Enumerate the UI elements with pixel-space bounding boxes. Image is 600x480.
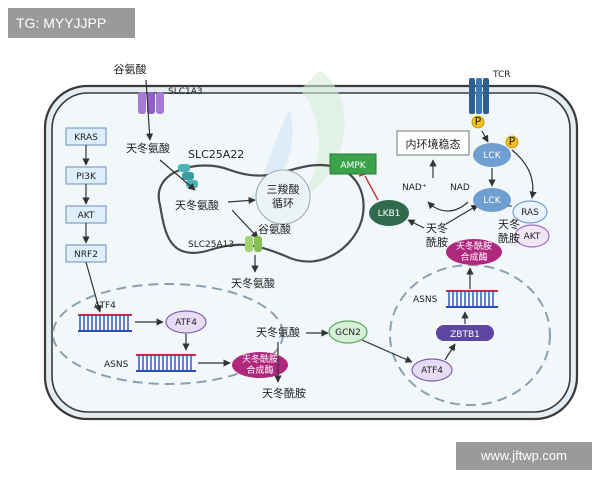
asparagine-right-line1: 天冬 bbox=[426, 221, 448, 235]
asns-left-label: ASNS bbox=[104, 360, 129, 370]
mitochondrion bbox=[157, 163, 365, 263]
nrf2-label: NRF2 bbox=[74, 250, 98, 260]
atf4-protein-left-label: ATF4 bbox=[175, 318, 197, 328]
asparagine-label: 天冬酰胺 bbox=[262, 386, 306, 400]
background-logo bbox=[300, 70, 345, 200]
right-nucleus bbox=[389, 264, 551, 406]
phospho-2-label: P bbox=[509, 135, 516, 148]
akt-right-label: AKT bbox=[524, 232, 541, 242]
akt-left-label: AKT bbox=[78, 211, 95, 221]
asns-dna-right bbox=[446, 290, 498, 308]
synthase-left-line2: 合成酶 bbox=[246, 364, 273, 376]
tca-label-2: 循环 bbox=[272, 197, 294, 210]
asparagine-synthase-left bbox=[232, 352, 288, 378]
aspartate-mito-label: 天冬氨酸 bbox=[175, 198, 219, 212]
homeostasis-label: 内环境稳态 bbox=[406, 137, 461, 151]
tca-cycle bbox=[255, 169, 311, 225]
asns-dna-left bbox=[136, 354, 196, 372]
bottom-right-watermark: www.jftwp.com bbox=[456, 442, 592, 470]
left-pathway: KRAS PI3K AKT NRF2 bbox=[65, 127, 107, 313]
atf4-protein-right-label: ATF4 bbox=[421, 366, 443, 376]
aspartate-mid-label: 天冬氨酸 bbox=[256, 325, 300, 339]
zbtb1-label: ZBTB1 bbox=[450, 330, 480, 340]
ras-label: RAS bbox=[521, 208, 539, 218]
aspartate-right-line2: 酰胺 bbox=[498, 231, 520, 245]
aspartate-exported-label: 天冬氨酸 bbox=[231, 276, 275, 290]
slc25a13-label: SLC25A13 bbox=[188, 240, 234, 250]
tcr-receptor bbox=[469, 78, 489, 114]
slc25a13-transporter bbox=[245, 236, 262, 252]
zbtb1 bbox=[436, 325, 494, 341]
asparagine-synthase-right bbox=[446, 239, 502, 265]
atf4-gene-label: ATF4 bbox=[94, 301, 116, 311]
kras-label: KRAS bbox=[74, 133, 98, 143]
tca-label-1: 三羧酸 bbox=[267, 182, 300, 196]
gcn2-label: GCN2 bbox=[335, 328, 361, 338]
akt-right bbox=[514, 224, 550, 248]
phospho-1 bbox=[471, 115, 485, 129]
lkb1 bbox=[369, 200, 409, 226]
slc25a22-label: SLC25A22 bbox=[188, 148, 244, 161]
atf4-protein-right bbox=[411, 358, 453, 382]
lck-top-label: LCK bbox=[483, 151, 501, 161]
ras bbox=[512, 200, 548, 224]
left-nucleus bbox=[52, 283, 284, 385]
asns-right-label: ASNS bbox=[413, 295, 438, 305]
nadh-label: NAD bbox=[450, 183, 470, 193]
glutamate-mito-label: 谷氨酸 bbox=[258, 222, 291, 236]
lck-top bbox=[473, 143, 511, 167]
asparagine-right-line2: 酰胺 bbox=[426, 235, 448, 249]
ampk-label: AMPK bbox=[340, 161, 366, 171]
phospho-1-label: P bbox=[475, 115, 482, 128]
slc1a3-label: SLC1A3 bbox=[168, 87, 203, 97]
tcr-label: TCR bbox=[492, 70, 511, 80]
gcn2 bbox=[328, 320, 368, 344]
slc1a3-transporter bbox=[138, 92, 164, 114]
lck-bottom-label: LCK bbox=[483, 196, 501, 206]
homeostasis-box bbox=[396, 130, 470, 156]
top-left-watermark: TG: MYYJJPP bbox=[8, 8, 135, 38]
ampk bbox=[329, 153, 377, 175]
pi3k-label: PI3K bbox=[76, 172, 97, 182]
atf4-dna bbox=[78, 314, 132, 332]
phospho-2 bbox=[505, 135, 519, 149]
aspartate-cytosol-label: 天冬氨酸 bbox=[126, 141, 170, 155]
synthase-right-line2: 合成酶 bbox=[460, 251, 487, 263]
lkb1-label: LKB1 bbox=[378, 209, 401, 219]
glutamate-outside-label: 谷氨酸 bbox=[114, 62, 147, 76]
background-logo-2 bbox=[250, 110, 293, 200]
synthase-right-line1: 天冬酰胺 bbox=[456, 240, 492, 252]
synthase-left-line1: 天冬酰胺 bbox=[242, 353, 278, 365]
aspartate-right-line1: 天冬 bbox=[498, 217, 520, 231]
nad-plus-label: NAD⁺ bbox=[402, 183, 427, 193]
lck-bottom bbox=[473, 188, 511, 212]
atf4-protein-left bbox=[165, 310, 207, 334]
